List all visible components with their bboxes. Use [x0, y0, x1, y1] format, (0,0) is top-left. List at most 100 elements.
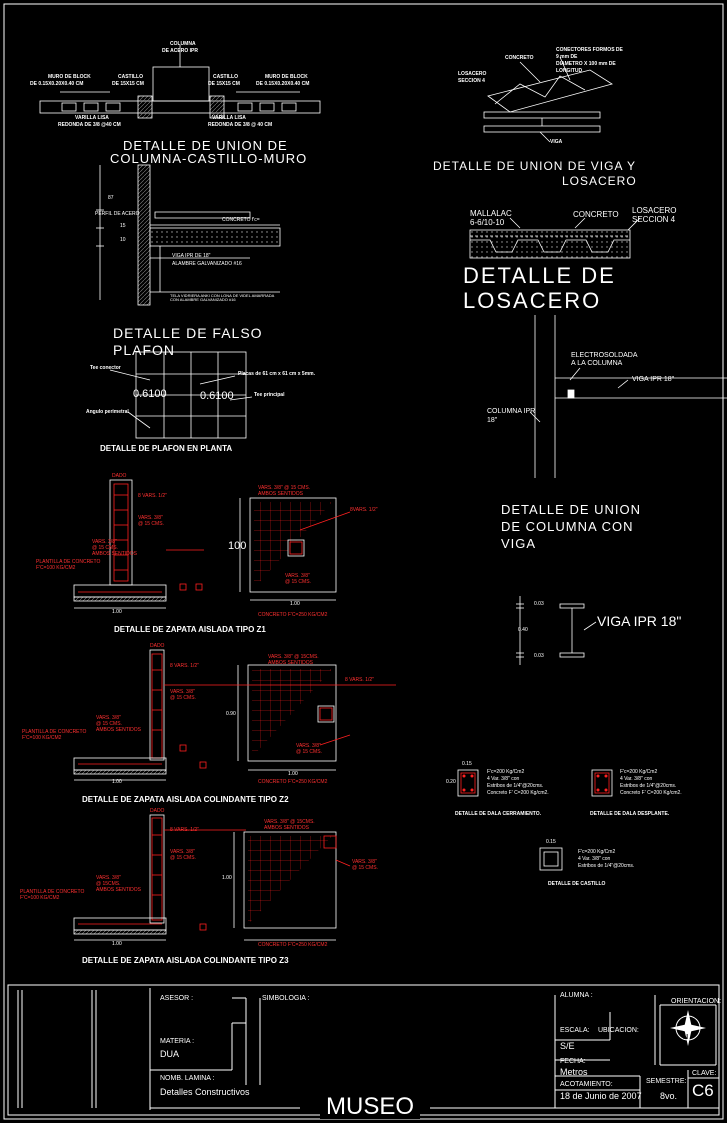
- dala-cast-1: F'c=200 Kg/Cm2: [578, 849, 616, 855]
- z3-dim-sec: 1.00: [112, 941, 122, 947]
- plafon-planta-drawing: [109, 351, 253, 439]
- z2-plan-v3a: VARS. 3/8": [296, 743, 321, 749]
- vl-conectores-1: CONECTORES FORMOS DE: [556, 47, 623, 53]
- tb-fecha: FECHA:: [560, 1058, 586, 1065]
- z3-v2a: VARS. 3/8": [170, 849, 195, 855]
- ucv-electro-2: A LA COLUMNA: [571, 360, 623, 367]
- z3-plan-v3a: VARS. 3/8": [352, 859, 377, 865]
- z1-v3a: VARS. 3/8": [92, 539, 117, 545]
- castillo-left-2: DE 15X15 CM: [112, 81, 144, 87]
- z1-dim-sec: 1.00: [112, 609, 122, 615]
- fp-viga: VIGA IPR DE 18": [172, 253, 211, 259]
- losacero-drawing: [469, 217, 641, 259]
- z1-dado: DADO: [112, 473, 127, 479]
- z2-plan-v1b: AMBOS SENTIDOS: [268, 660, 314, 666]
- pp-tee-principal: Tee principal: [254, 392, 285, 398]
- z1-v1: 8 VARS. 1/2": [138, 493, 167, 499]
- tb-north: N: [683, 1034, 689, 1041]
- ipr-dim-bot: 0.03: [534, 653, 544, 659]
- z2-plan-v1a: VARS. 3/8" @ 15CMS.: [268, 654, 319, 660]
- z3-v2b: @ 15 CMS.: [170, 855, 196, 861]
- z3-v3c: AMBOS SENTIDOS: [96, 887, 142, 893]
- losacero-title-2: LOSACERO: [463, 288, 602, 313]
- tb-alumna: ALUMNA :: [560, 992, 593, 999]
- ucv-title-3: VIGA: [501, 536, 537, 551]
- falso-plafon-drawing: [96, 164, 281, 306]
- z2-dim-side: 0.90: [226, 711, 236, 717]
- fp-dim-2: 15: [120, 223, 126, 229]
- col-label-1: COLUMNA: [170, 41, 196, 47]
- fp-tela: TELA VIDRIERA ANKI CON LONA DE VIDEL AMA…: [170, 293, 275, 302]
- dala-cast-title: DETALLE DE CASTILLO: [548, 881, 606, 887]
- z2-v1: 8 VARS. 1/2": [170, 663, 199, 669]
- z1-v2b: @ 15 CMS.: [138, 521, 164, 527]
- z2-plan-v2: 8 VARS. 1/2": [345, 677, 374, 683]
- muro-right-2: DE 0.15X0.20X0.40 CM: [256, 81, 310, 87]
- z3-v1: 8 VARS. 1/2": [170, 827, 199, 833]
- dala-cerr-2: 4 Var. 3/8" con: [487, 776, 520, 782]
- union-columna-title-2: COLUMNA-CASTILLO-MURO: [110, 151, 308, 166]
- los-losacero-2: SECCION 4: [632, 215, 676, 224]
- z1-plantilla-1: PLANTILLA DE CONCRETO: [36, 559, 101, 565]
- title-block: [7, 984, 720, 1116]
- dala-desp-2: 4 Var. 3/8" con: [620, 776, 653, 782]
- dala-cerr-4: Concreto F' C=200 Kg/cm2.: [487, 790, 549, 796]
- z2-dim-plan: 1.00: [288, 771, 298, 777]
- z3-v3b: @ 15CMS.: [96, 881, 121, 887]
- castillo-right-2: DE 15X15 CM: [208, 81, 240, 87]
- ucv-title-1: DETALLE DE UNION: [501, 502, 642, 517]
- z2-plantilla-2: F'C=100 KG/CM2: [22, 735, 62, 741]
- z1-plan-v2: 8VARS. 1/2": [350, 507, 378, 513]
- z1-title: DETALLE DE ZAPATA AISLADA TIPO Z1: [114, 625, 266, 634]
- pp-dim-a: 0.6100: [133, 388, 167, 400]
- z2-dado: DADO: [150, 643, 165, 649]
- z1-v2a: VARS. 3/8": [138, 515, 163, 521]
- z2-v2b: @ 15 CMS.: [170, 695, 196, 701]
- union-columna-drawing: [39, 45, 321, 119]
- varilla-left-1: VARILLA LISA: [75, 115, 109, 121]
- z1-plan-v3a: VARS. 3/8": [285, 573, 310, 579]
- vl-conectores-4: LONGITUD: [556, 68, 583, 74]
- tb-semestre-val: 8vo.: [660, 1091, 678, 1101]
- z1-plan-v3b: @ 15 CMS.: [285, 579, 311, 585]
- los-mallalac-1: MALLALAC: [470, 209, 512, 218]
- z3-title: DETALLE DE ZAPATA AISLADA COLINDANTE TIP…: [82, 956, 289, 965]
- z1-dim-side: 100: [228, 540, 247, 552]
- ipr-dim-mid: 0.40: [518, 627, 528, 633]
- ipr-label: VIGA IPR 18": [597, 613, 682, 629]
- tb-simbologia: SIMBOLOGIA :: [262, 995, 310, 1002]
- fp-concreto: CONCRETO f'c=: [222, 217, 260, 223]
- muro-left-1: MURO DE BLOCK: [48, 74, 91, 80]
- muro-right-1: MURO DE BLOCK: [265, 74, 308, 80]
- dala-cerr-1: F'c=200 Kg/Cm2: [487, 769, 525, 775]
- tb-clave-val: C6: [692, 1081, 714, 1100]
- tb-fecha-val: Metros: [560, 1067, 588, 1077]
- dala-cast-dim: 0.15: [546, 839, 556, 845]
- castillo-left-1: CASTILLO: [118, 74, 143, 80]
- fp-alambre: ALAMBRE GALVANIZADO #16: [172, 261, 242, 267]
- ucv-viga: VIGA IPR 18": [632, 376, 675, 383]
- ipr-dim-top: 0.03: [534, 601, 544, 607]
- dalas-drawing: [457, 769, 613, 871]
- z2-plantilla-1: PLANTILLA DE CONCRETO: [22, 729, 87, 735]
- vl-title-1: DETALLE DE UNION DE VIGA Y: [433, 159, 636, 173]
- z3-plan-v1a: VARS. 3/8" @ 15CMS.: [264, 819, 315, 825]
- dala-cast-3: Estribos de 1/4"@20cms.: [578, 863, 635, 869]
- tb-materia: MATERIA :: [160, 1038, 195, 1045]
- pp-dim-b: 0.6100: [200, 390, 234, 402]
- tb-nombre-lamina: NOMB. LAMINA :: [160, 1075, 215, 1082]
- col-label-2: DE ACERO IPR: [162, 48, 198, 54]
- project-title: MUSEO: [320, 1095, 421, 1119]
- z1-dim-plan: 1.00: [290, 601, 300, 607]
- tb-ubicacion: UBICACION:: [598, 1027, 639, 1034]
- union-columna-title-1: DETALLE DE UNION DE: [123, 138, 288, 153]
- ucv-electro-1: ELECTROSOLDADA: [571, 352, 638, 359]
- fp-dim-1: 87: [108, 195, 114, 201]
- z2-v2a: VARS. 3/8": [170, 689, 195, 695]
- dala-desp-4: Concreto F' C=200 Kg/cm2.: [620, 790, 682, 796]
- pp-title: DETALLE DE PLAFON EN PLANTA: [100, 444, 233, 453]
- z2-v3b: @ 15 CMS.: [96, 721, 122, 727]
- dala-cerr-title: DETALLE DE DALA CERRAMIENTO.: [455, 811, 542, 817]
